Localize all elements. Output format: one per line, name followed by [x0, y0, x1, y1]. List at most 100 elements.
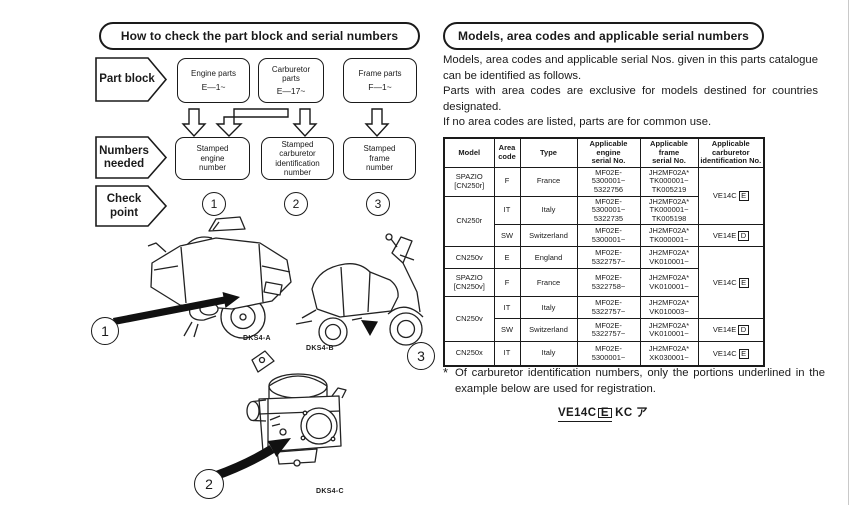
model-cell: CN250x [443, 341, 495, 367]
figure-label-dks4b: DKS4-B [306, 345, 334, 352]
intro-paragraph-2: Parts with area codes are exclusive for … [443, 85, 818, 113]
callout-arrow-3 [371, 325, 410, 351]
area-cell: F [493, 166, 521, 197]
engine-serial-cell: MF02E- 5322757~ [576, 246, 641, 270]
down-arrow-icon [364, 108, 390, 138]
figure-callout-1-circle: 1 [91, 317, 119, 345]
numbers-needed-label: Numbers needed [99, 144, 149, 171]
type-cell: England [519, 246, 578, 270]
carb-id-boxed-letter: E [738, 277, 749, 288]
scooter-side-figure [295, 233, 424, 347]
left-section-title-text: How to check the part block and serial n… [120, 29, 399, 43]
frame-serial-cell: JH2MF02A* XK030001~ [639, 341, 699, 367]
header-carb-id: Applicable carburetor identification No. [697, 137, 765, 168]
table-row: SPAZIO [CN250r] F France MF02E- 5300001~… [443, 166, 765, 226]
area-cell: IT [493, 195, 521, 226]
frame-serial-cell: JH2MF02A* VK010003~ [639, 296, 699, 320]
carb-id-text: VE14C [712, 348, 737, 358]
stamped-engine-number-box: Stamped engine number [175, 137, 250, 180]
callout-arrow-1-head [222, 292, 240, 308]
table-row: SW Switzerland MF02E- 5300001~ JH2MF02A*… [444, 224, 765, 248]
flow-arrows [181, 108, 390, 138]
frame-serial-cell: JH2MF02A* TK000001~ TK005198 [639, 195, 699, 226]
area-cell: E [493, 246, 521, 270]
carb-id-text: VE14E [712, 230, 737, 240]
example-suffix: KC ア [615, 407, 649, 419]
header-model: Model [443, 137, 495, 168]
figure-callout-3-circle: 3 [407, 342, 435, 370]
figure-label-dks4a: DKS4-A [243, 335, 271, 342]
engine-serial-cell: MF02E- 5322757~ [576, 318, 641, 343]
carb-id-boxed-letter: D [738, 230, 749, 241]
type-cell: Italy [519, 341, 578, 367]
frame-serial-cell: JH2MF02A* VK010001~ [639, 268, 699, 298]
table-row: CN250v E England MF02E- 5322757~ JH2MF02… [443, 246, 765, 320]
carburetor-parts-box: Carburetor parts E—17~ [258, 58, 324, 103]
type-cell: Switzerland [519, 224, 578, 248]
carb-id-text: VE14C [712, 277, 737, 287]
table-row: CN250v IT Italy MF02E- 5322757~ JH2MF02A… [443, 296, 764, 343]
check-point-3-circle: 3 [366, 192, 390, 216]
callout-arrow-2 [213, 445, 275, 481]
carburetor-footnote: * Of carburetor identification numbers, … [443, 365, 825, 397]
frame-serial-cell: JH2MF02A* VK010001~ [639, 246, 699, 270]
area-cell: F [493, 268, 521, 298]
left-section-title: How to check the part block and serial n… [99, 22, 420, 50]
model-cell: SPAZIO [CN250r] [443, 166, 495, 197]
check-point-label: Check point [106, 193, 142, 219]
header-type: Type [519, 137, 578, 168]
area-cell: IT [493, 341, 521, 367]
engine-serial-cell: MF02E- 5322758~ [576, 268, 641, 298]
down-arrow-icon [181, 108, 207, 138]
type-cell: Italy [519, 296, 578, 320]
page-edge-line [848, 0, 849, 505]
engine-serial-cell: MF02E- 5300001~ [576, 341, 641, 367]
serial-numbers-table: Model Area code Type Applicable engine s… [443, 137, 765, 367]
check-point-2-circle: 2 [284, 192, 308, 216]
part-block-label: Part block [99, 73, 155, 86]
engine-serial-cell: MF02E- 5300001~ 5322756 [576, 166, 641, 197]
type-cell: France [519, 166, 578, 197]
intro-paragraph-1: Models, area codes and applicable serial… [443, 54, 818, 82]
carburetor-parts-box-range: E—17~ [276, 85, 306, 96]
frame-serial-cell: JH2MF02A* TK000001~ TK005219 [639, 166, 699, 197]
carburetor-figure [246, 350, 347, 467]
model-cell: SPAZIO [CN250v] [443, 268, 495, 298]
carb-id-boxed-letter: E [738, 348, 749, 359]
right-section-title: Models, area codes and applicable serial… [443, 22, 764, 50]
stamped-carburetor-number-box: Stamped carburetor identification number [261, 137, 334, 180]
callout-arrow-1 [113, 296, 226, 325]
frame-parts-box-range: F—1~ [368, 82, 392, 92]
type-cell: Italy [519, 195, 578, 226]
carb-id-boxed-letter: E [738, 191, 749, 202]
frame-parts-box-title: Frame parts [358, 68, 402, 78]
carburetor-parts-box-title: Carburetor parts [271, 64, 311, 84]
model-cell: CN250v [443, 246, 495, 270]
carb-id-text: VE14C [712, 191, 737, 201]
engine-serial-cell: MF02E- 5300001~ [576, 224, 641, 248]
figure-callout-2-circle: 2 [194, 469, 224, 499]
table-header-row: Model Area code Type Applicable engine s… [443, 137, 765, 168]
check-point-1-circle: 1 [202, 192, 226, 216]
model-cell: CN250r [443, 195, 495, 248]
figure-label-dks4c: DKS4-C [316, 488, 344, 495]
area-cell: IT [493, 296, 521, 320]
frame-serial-cell: JH2MF02A* VK010001~ [639, 318, 699, 343]
engine-serial-cell: MF02E- 5300001~ 5322735 [576, 195, 641, 226]
footnote-asterisk: * [443, 365, 449, 380]
frame-parts-box: Frame parts F—1~ [343, 58, 417, 103]
down-arrow-icon [292, 108, 318, 138]
area-cell: SW [493, 224, 521, 248]
header-frame-serial: Applicable frame serial No. [639, 137, 699, 168]
example-code: VE14C [557, 407, 597, 419]
header-area-code: Area code [493, 137, 521, 168]
type-cell: Switzerland [519, 318, 578, 343]
callout-arrow-3-head [361, 320, 378, 336]
